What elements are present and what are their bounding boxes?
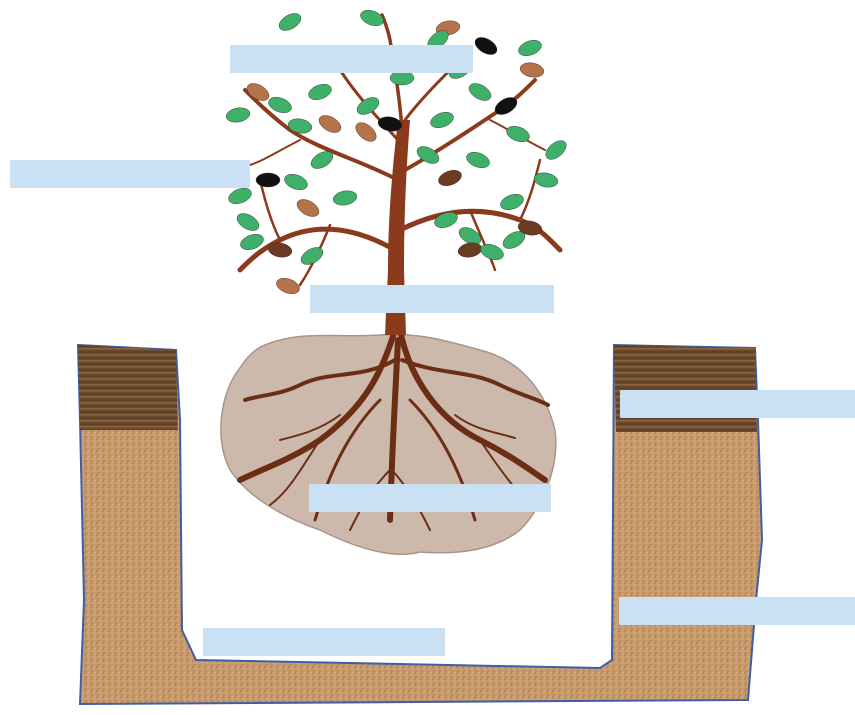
leaf [478, 241, 505, 262]
label-root-ball[interactable] [309, 484, 551, 512]
leaf [256, 173, 280, 187]
leaf [226, 185, 253, 206]
leaf [519, 61, 545, 79]
leaf [274, 275, 301, 296]
leaf [457, 241, 483, 259]
label-subsoil[interactable] [619, 597, 855, 625]
label-trunk[interactable] [310, 285, 554, 313]
label-crown[interactable] [230, 45, 473, 73]
leaf [466, 80, 494, 104]
topsoil-left [78, 345, 178, 430]
leaf [516, 37, 543, 58]
leaf [316, 112, 344, 136]
leaf [428, 109, 455, 130]
leaf [276, 10, 304, 34]
leaf [354, 94, 382, 118]
leaf [436, 167, 463, 188]
leaf [282, 171, 309, 192]
leaf [390, 71, 414, 85]
leaf [225, 106, 251, 124]
label-topsoil[interactable] [620, 390, 855, 418]
leaf [332, 189, 358, 207]
leaf [306, 81, 333, 102]
leaf [234, 210, 262, 234]
label-branches[interactable] [10, 160, 250, 188]
topsoil-right [614, 345, 757, 432]
leaf [472, 34, 500, 58]
leaf [294, 196, 322, 220]
leaf [358, 7, 385, 28]
leaf [464, 149, 491, 170]
label-hole-bottom[interactable] [203, 628, 445, 656]
leaf [498, 191, 525, 212]
leaf [352, 119, 379, 145]
leaf [542, 137, 569, 163]
